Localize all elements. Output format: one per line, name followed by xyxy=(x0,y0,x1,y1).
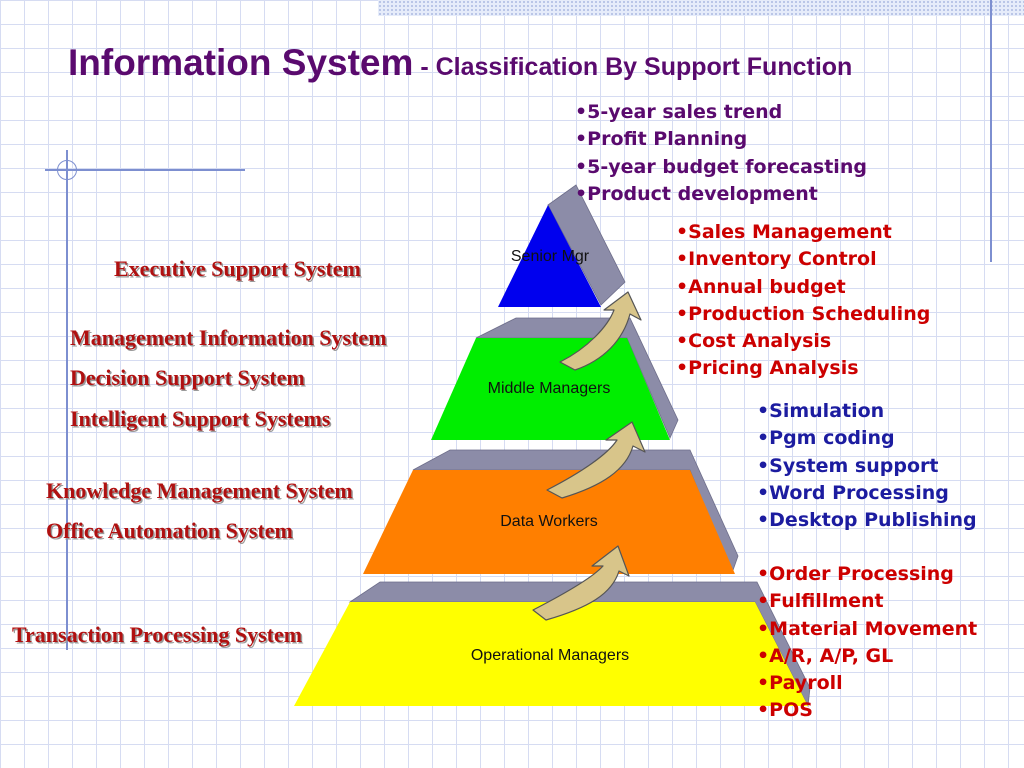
tier-data xyxy=(363,470,735,574)
list-item: 5-year budget forecasting xyxy=(575,154,867,181)
list-item: System support xyxy=(757,453,977,480)
decorative-line xyxy=(45,169,245,171)
operational-functions-list: Order Processing Fulfillment Material Mo… xyxy=(757,561,977,725)
list-item: Pgm coding xyxy=(757,425,977,452)
title-main: Information System xyxy=(68,42,414,83)
curved-arrow-up-icon xyxy=(559,291,642,371)
list-item: Sales Management xyxy=(676,219,930,246)
list-item: Production Scheduling xyxy=(676,301,930,328)
list-item: Inventory Control xyxy=(676,246,930,273)
tier-label-operational: Operational Managers xyxy=(471,647,629,664)
label-knowledge-management-system: Knowledge Management System xyxy=(46,478,353,503)
list-item: Payroll xyxy=(757,670,977,697)
list-item: Material Movement xyxy=(757,616,977,643)
list-item: Order Processing xyxy=(757,561,977,588)
list-item: A/R, A/P, GL xyxy=(757,643,977,670)
list-item: Annual budget xyxy=(676,274,930,301)
tier-middle xyxy=(431,338,670,440)
tier-label-senior: Senior Mgr xyxy=(511,248,590,265)
label-decision-support-system: Decision Support System xyxy=(70,365,305,390)
title-subtitle: - Classification By Support Function xyxy=(413,53,853,81)
tier-senior xyxy=(498,205,601,307)
label-intelligent-support-systems: Intelligent Support Systems xyxy=(70,406,331,431)
decorative-line xyxy=(990,0,992,262)
list-item: Desktop Publishing xyxy=(757,507,977,534)
data-worker-functions-list: Simulation Pgm coding System support Wor… xyxy=(757,398,977,534)
list-item: Cost Analysis xyxy=(676,328,930,355)
decorative-dotted-band xyxy=(378,0,1024,16)
tier-label-data: Data Workers xyxy=(500,513,598,530)
list-item: Simulation xyxy=(757,398,977,425)
label-management-information-system: Management Information System xyxy=(70,325,387,350)
decorative-line xyxy=(66,150,68,650)
tier-operational xyxy=(294,602,808,706)
page-title: Information System - Classification By S… xyxy=(68,42,852,84)
list-item: POS xyxy=(757,697,977,724)
curved-arrow-up-icon xyxy=(532,545,630,621)
list-item: Profit Planning xyxy=(575,126,867,153)
list-item: 5-year sales trend xyxy=(575,99,867,126)
label-office-automation-system: Office Automation System xyxy=(46,518,293,543)
list-item: Pricing Analysis xyxy=(676,355,930,382)
middle-functions-list: Sales Management Inventory Control Annua… xyxy=(676,219,930,383)
decorative-ring xyxy=(57,160,77,180)
senior-functions-list: 5-year sales trend Profit Planning 5-yea… xyxy=(575,99,867,208)
list-item: Product development xyxy=(575,181,867,208)
label-transaction-processing-system: Transaction Processing System xyxy=(12,622,303,647)
curved-arrow-up-icon xyxy=(546,421,646,499)
list-item: Fulfillment xyxy=(757,588,977,615)
tier-label-middle: Middle Managers xyxy=(488,380,611,397)
label-executive-support-system: Executive Support System xyxy=(114,256,361,281)
tier-side-senior xyxy=(547,184,626,306)
list-item: Word Processing xyxy=(757,480,977,507)
